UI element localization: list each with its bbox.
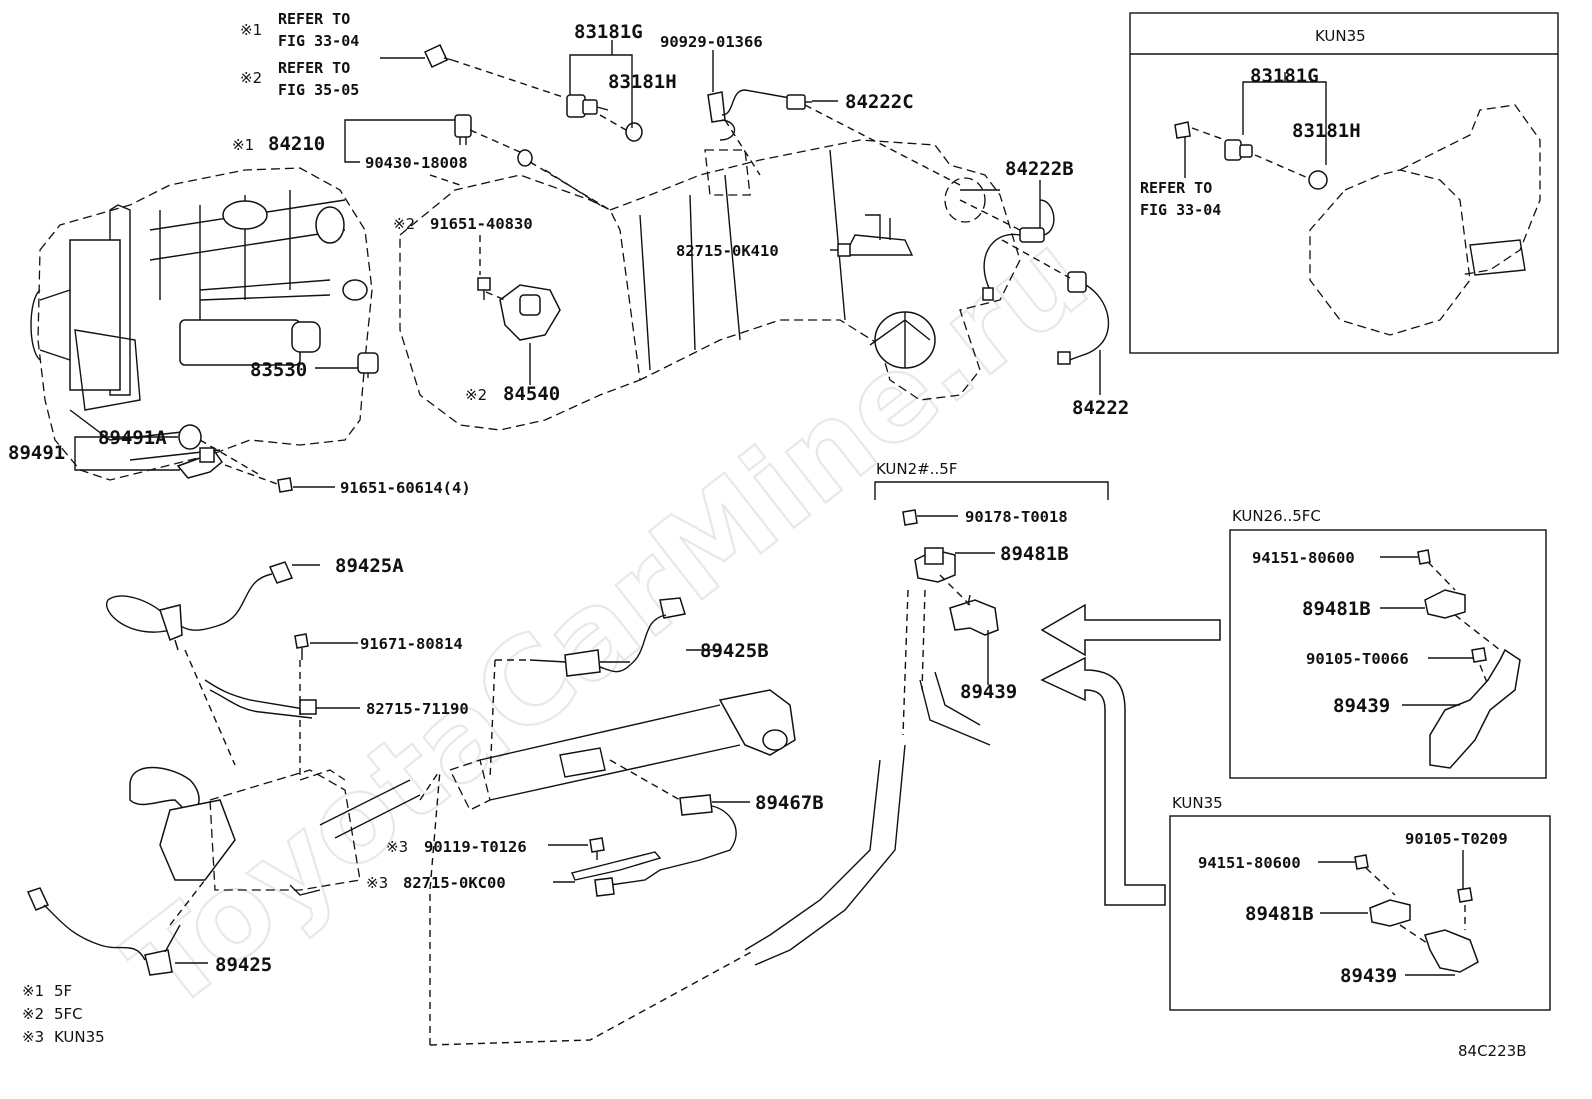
speed-sensor-83181g-icon: [566, 94, 609, 118]
legend-text-2: 5FC: [54, 1005, 83, 1023]
inset-top-refer-line1: REFER TO: [1140, 179, 1212, 197]
label-89425a: 89425A: [335, 555, 404, 577]
label-83530: 83530: [250, 359, 307, 381]
legend-text-1: 5F: [54, 982, 72, 1000]
bracket-89439-icon: [949, 594, 999, 636]
label-90119-t0126: 90119-T0126: [424, 838, 527, 856]
neutral-switch-84540-icon: [499, 284, 561, 341]
engine-illustration: [30, 167, 373, 481]
label-90119-mark: ※3: [386, 838, 408, 856]
harness-82715-71190-icon: [204, 679, 317, 719]
arrow-from-kun26-icon: [1040, 603, 1221, 657]
exhaust-pipe: [744, 744, 906, 966]
legend-mark-2: ※2: [22, 1005, 44, 1023]
label-84222c: 84222C: [845, 91, 914, 113]
inset-kun35-label-89439: 89439: [1340, 965, 1397, 987]
legend: ※1 5F ※2 5FC ※3 KUN35: [22, 982, 105, 1046]
label-84540: 84540: [503, 383, 560, 405]
inset-kun35-top: [1129, 12, 1559, 354]
label-89425b: 89425B: [700, 640, 769, 662]
inset-top-label-83181h: 83181H: [1292, 120, 1361, 142]
label-82715-0kc00: 82715-0KC00: [403, 874, 506, 892]
sensor-89481b-icon: [914, 547, 956, 583]
label-83181g: 83181G: [574, 21, 643, 43]
center-group-title: KUN2#..5F: [876, 460, 957, 478]
transmission-illustration: [399, 139, 1021, 431]
inset-kun26-label-94151: 94151-80600: [1252, 549, 1355, 567]
harness-clamp-icon: [707, 89, 791, 141]
clamp-82715-0kc00-icon: [571, 851, 662, 881]
figure-code: 84C223B: [1458, 1042, 1526, 1060]
label-91651-40830-mark: ※2: [393, 215, 415, 233]
arrow-from-kun35-icon: [1040, 656, 1166, 906]
switch-84222c-icon: [786, 94, 812, 110]
inset-kun35-label-90105: 90105-T0209: [1405, 830, 1508, 848]
label-89425: 89425: [215, 954, 272, 976]
sensor-89491-icon: [176, 447, 224, 479]
ring-89491a-icon: [178, 424, 202, 450]
refer1-line1: REFER TO: [278, 10, 350, 28]
label-82715-0kc00-mark: ※3: [366, 874, 388, 892]
inset-top-label-83181g: 83181G: [1250, 65, 1319, 87]
inset-kun35-label-89481b: 89481B: [1245, 903, 1314, 925]
bolt-91671-icon: [294, 633, 309, 660]
inset-kun35-label-94151: 94151-80600: [1198, 854, 1301, 872]
label-90178-t0018: 90178-T0018: [965, 508, 1068, 526]
label-91651-40830: 91651-40830: [430, 215, 533, 233]
label-84210: 84210: [268, 133, 325, 155]
inset-kun26-title: KUN26..5FC: [1232, 507, 1321, 525]
o2-sensor-89425a-icon: [106, 561, 294, 651]
o2-sensor-89425b-icon: [529, 597, 686, 677]
bolt-icon: [424, 44, 453, 68]
switch-84222-icon: [1057, 271, 1110, 365]
nut-90178-icon: [902, 509, 918, 526]
label-84540-mark: ※2: [465, 386, 487, 404]
inset-top-refer-line2: FIG 33-04: [1140, 201, 1221, 219]
o2-sensor-89425-icon: [26, 887, 181, 976]
refer2-mark: ※2: [240, 69, 262, 87]
refer1-line2: FIG 33-04: [278, 32, 359, 50]
gasket-90430-icon: [517, 149, 533, 167]
bolt-91651-60614-icon: [277, 477, 293, 493]
label-84210-mark: ※1: [232, 136, 254, 154]
bolt-91651-40830-icon: [477, 277, 491, 300]
switch-84222b-icon: [982, 199, 1055, 301]
label-91671-80814: 91671-80814: [360, 635, 463, 653]
label-center-89481b: 89481B: [1000, 543, 1069, 565]
inset-kun26: [1229, 529, 1547, 779]
exhaust-illustration: [129, 689, 796, 896]
label-90929-01366: 90929-01366: [660, 33, 763, 51]
inset-kun35-bottom-title: KUN35: [1172, 794, 1223, 812]
bolt-90119-icon: [589, 837, 605, 860]
exhaust-pipe-upper: [919, 671, 991, 746]
label-84222: 84222: [1072, 397, 1129, 419]
inset-kun35-bottom: [1169, 815, 1551, 1011]
legend-mark-1: ※1: [22, 982, 44, 1000]
switch-84210-icon: [454, 114, 472, 145]
legend-mark-3: ※3: [22, 1028, 44, 1046]
label-89467b: 89467B: [755, 792, 824, 814]
label-89491: 89491: [8, 442, 65, 464]
inset-kun26-label-89481b: 89481B: [1302, 598, 1371, 620]
label-89491a: 89491A: [98, 427, 167, 449]
label-84222b: 84222B: [1005, 158, 1074, 180]
o-ring-83181h-icon: [625, 122, 643, 142]
label-82715-71190: 82715-71190: [366, 700, 469, 718]
switch-83530-icon: [357, 352, 379, 378]
o2-sensor-89467b-icon: [594, 794, 737, 897]
inset-kun35-top-title: KUN35: [1315, 27, 1366, 45]
label-center-89439: 89439: [960, 681, 1017, 703]
refer2-line1: REFER TO: [278, 59, 350, 77]
inset-kun26-label-90105: 90105-T0066: [1306, 650, 1409, 668]
inset-kun26-label-89439: 89439: [1333, 695, 1390, 717]
bracket-82715-0k410-icon: [837, 243, 851, 257]
label-91651-60614: 91651-60614(4): [340, 479, 471, 497]
refer2-line2: FIG 35-05: [278, 81, 359, 99]
label-83181h: 83181H: [608, 71, 677, 93]
label-82715-0k410: 82715-0K410: [676, 242, 779, 260]
legend-text-3: KUN35: [54, 1028, 105, 1046]
refer1-mark: ※1: [240, 21, 262, 39]
label-90430-18008: 90430-18008: [365, 154, 468, 172]
